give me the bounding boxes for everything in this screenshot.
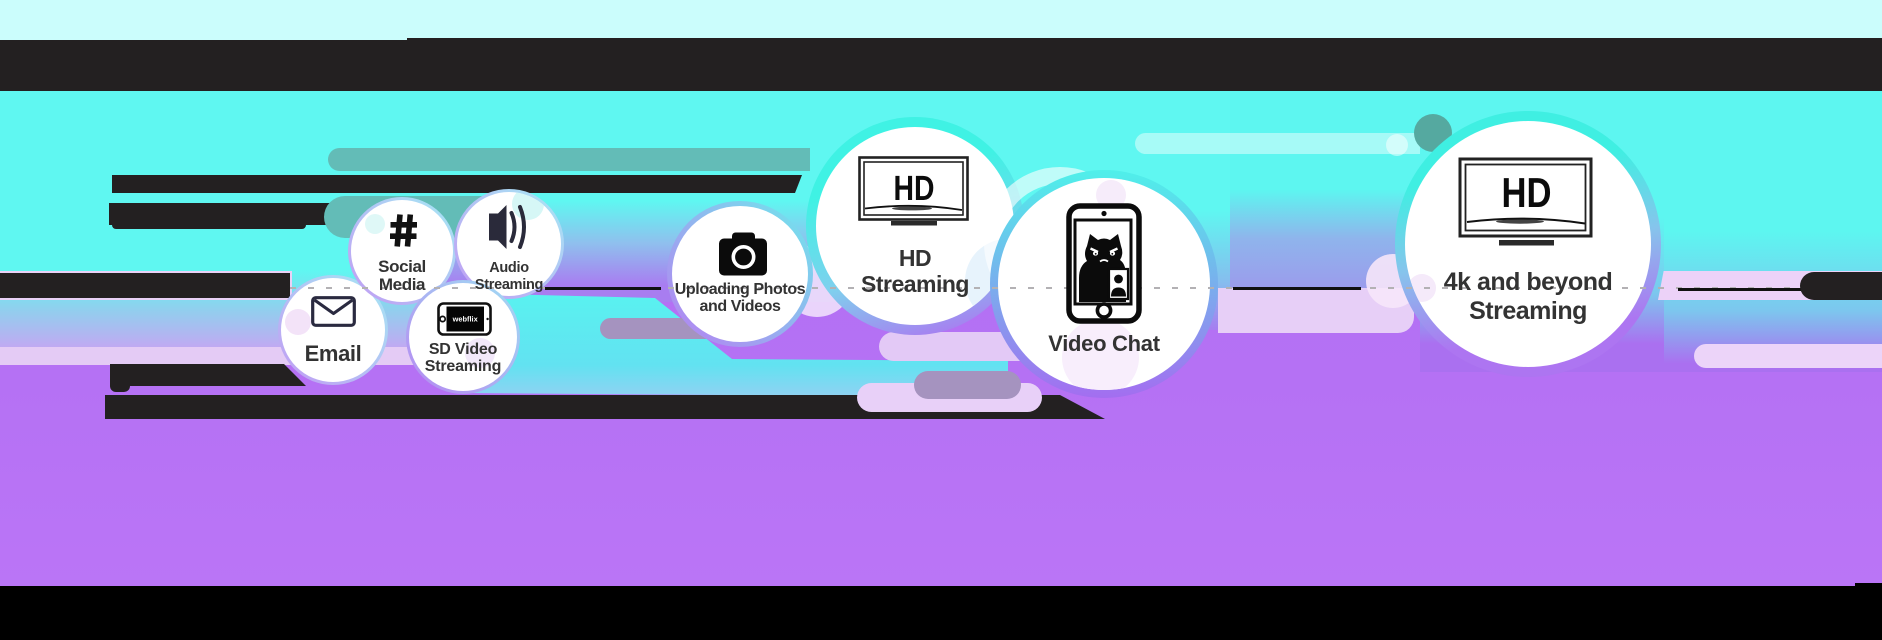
- svg-text:webflix: webflix: [452, 315, 479, 324]
- svg-text:HD: HD: [894, 169, 935, 208]
- svg-text:HD: HD: [1502, 169, 1552, 216]
